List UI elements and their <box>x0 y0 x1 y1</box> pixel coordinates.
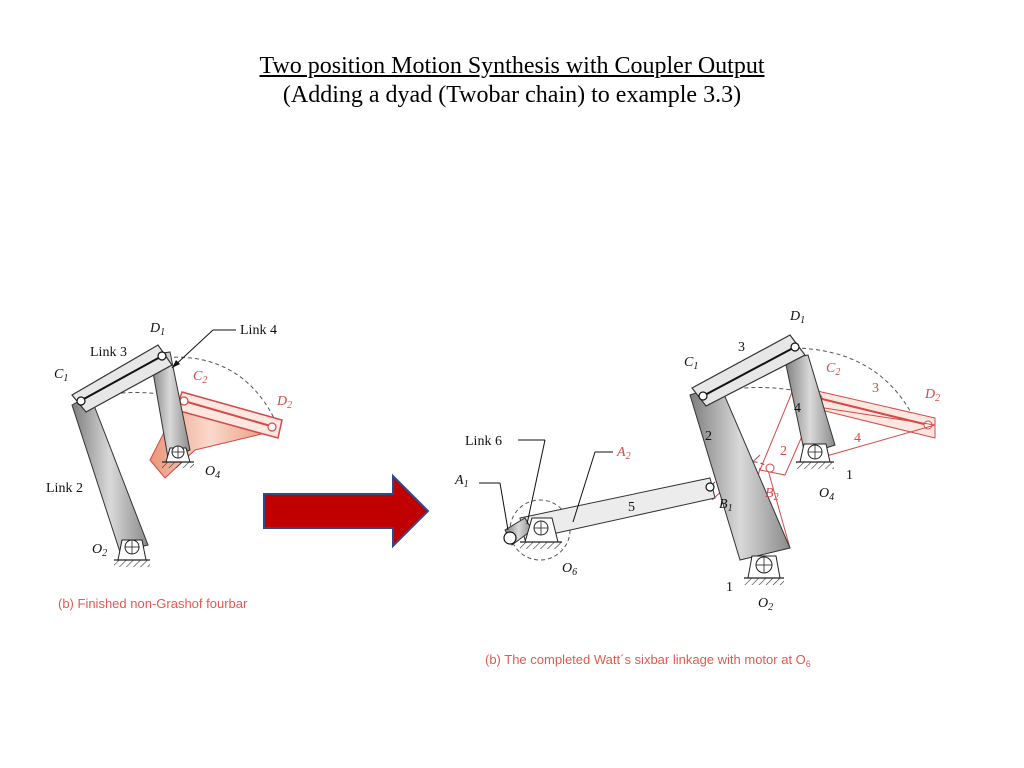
slide-title: Two position Motion Synthesis with Coupl… <box>259 53 765 79</box>
right-label-1-bottom: 1 <box>726 580 733 595</box>
right-pin-c1 <box>698 391 708 401</box>
left-label-o2: O2 <box>92 542 107 559</box>
left-pin-d1 <box>157 351 167 361</box>
right-pin-d1 <box>790 342 800 352</box>
right-a1-leader <box>499 482 509 531</box>
left-label-link3: Link 3 <box>90 345 127 360</box>
left-link4-leader-diag <box>171 329 214 369</box>
right-ground-o2 <box>744 555 784 585</box>
right-link6-leader <box>526 439 546 525</box>
right-label-3: 3 <box>738 340 745 355</box>
left-pin-c1 <box>76 396 86 406</box>
left-pin-c2 <box>179 396 189 406</box>
left-label-c2: C2 <box>193 369 207 386</box>
right-pin-a1 <box>503 531 517 545</box>
left-label-c1: C1 <box>54 367 68 384</box>
right-label-5: 5 <box>628 500 635 515</box>
left-label-link2: Link 2 <box>46 481 83 496</box>
left-arc-d <box>159 356 276 421</box>
right-label-b2: B2 <box>765 486 779 503</box>
right-label-o2: O2 <box>758 596 773 613</box>
right-label-4-red: 4 <box>854 431 861 446</box>
right-ground-o4 <box>796 443 834 469</box>
left-arc-c <box>79 392 186 401</box>
right-label-2-red: 2 <box>780 444 787 459</box>
right-label-c2: C2 <box>826 361 840 378</box>
right-label-d2: D2 <box>924 387 940 404</box>
right-ground-o6 <box>520 517 562 549</box>
left-fourbar-figure: D1 Link 4 Link 3 C1 C2 D2 O4 Link 2 O2 (… <box>46 321 292 611</box>
left-link2 <box>71 394 149 553</box>
left-label-d2: D2 <box>276 394 292 411</box>
right-label-link6: Link 6 <box>465 434 502 449</box>
right-label-a1: A1 <box>454 473 469 490</box>
right-label-1-right: 1 <box>846 468 853 483</box>
right-link3-centerline <box>702 346 796 397</box>
left-link3-centerline <box>81 355 163 401</box>
left-ground-o2 <box>114 539 150 567</box>
right-sixbar-figure: D1 3 C1 C2 3 D2 4 2 4 2 1 Link 6 A2 A1 5… <box>454 309 940 669</box>
right-label-o6: O6 <box>562 561 577 578</box>
left-label-link4: Link 4 <box>240 323 277 338</box>
left-ground-o4 <box>162 445 194 468</box>
title-block: Two position Motion Synthesis with Coupl… <box>0 52 1024 110</box>
left-link3-position2-centerline <box>183 400 275 428</box>
right-label-a2: A2 <box>616 445 631 462</box>
left-link4-leader-arrowhead <box>172 360 180 368</box>
right-a2-leader <box>572 451 596 523</box>
right-pin-b1 <box>705 482 715 492</box>
left-pin-d2 <box>267 422 277 432</box>
right-label-b1: B1 <box>719 497 733 514</box>
right-caption: (b) The completed Watt´s sixbar linkage … <box>485 652 811 669</box>
right-label-d1: D1 <box>789 309 805 326</box>
left-label-d1: D1 <box>149 321 165 338</box>
right-label-3-red: 3 <box>872 381 879 396</box>
right-label-o4: O4 <box>819 486 834 503</box>
right-label-2: 2 <box>705 429 712 444</box>
slide-subtitle: (Adding a dyad (Twobar chain) to example… <box>282 82 742 108</box>
right-label-4: 4 <box>794 401 801 416</box>
left-caption: (b) Finished non-Grashof fourbar <box>58 596 248 611</box>
transition-arrow <box>263 473 430 549</box>
left-label-o4: O4 <box>205 464 220 481</box>
right-label-c1: C1 <box>684 355 698 372</box>
